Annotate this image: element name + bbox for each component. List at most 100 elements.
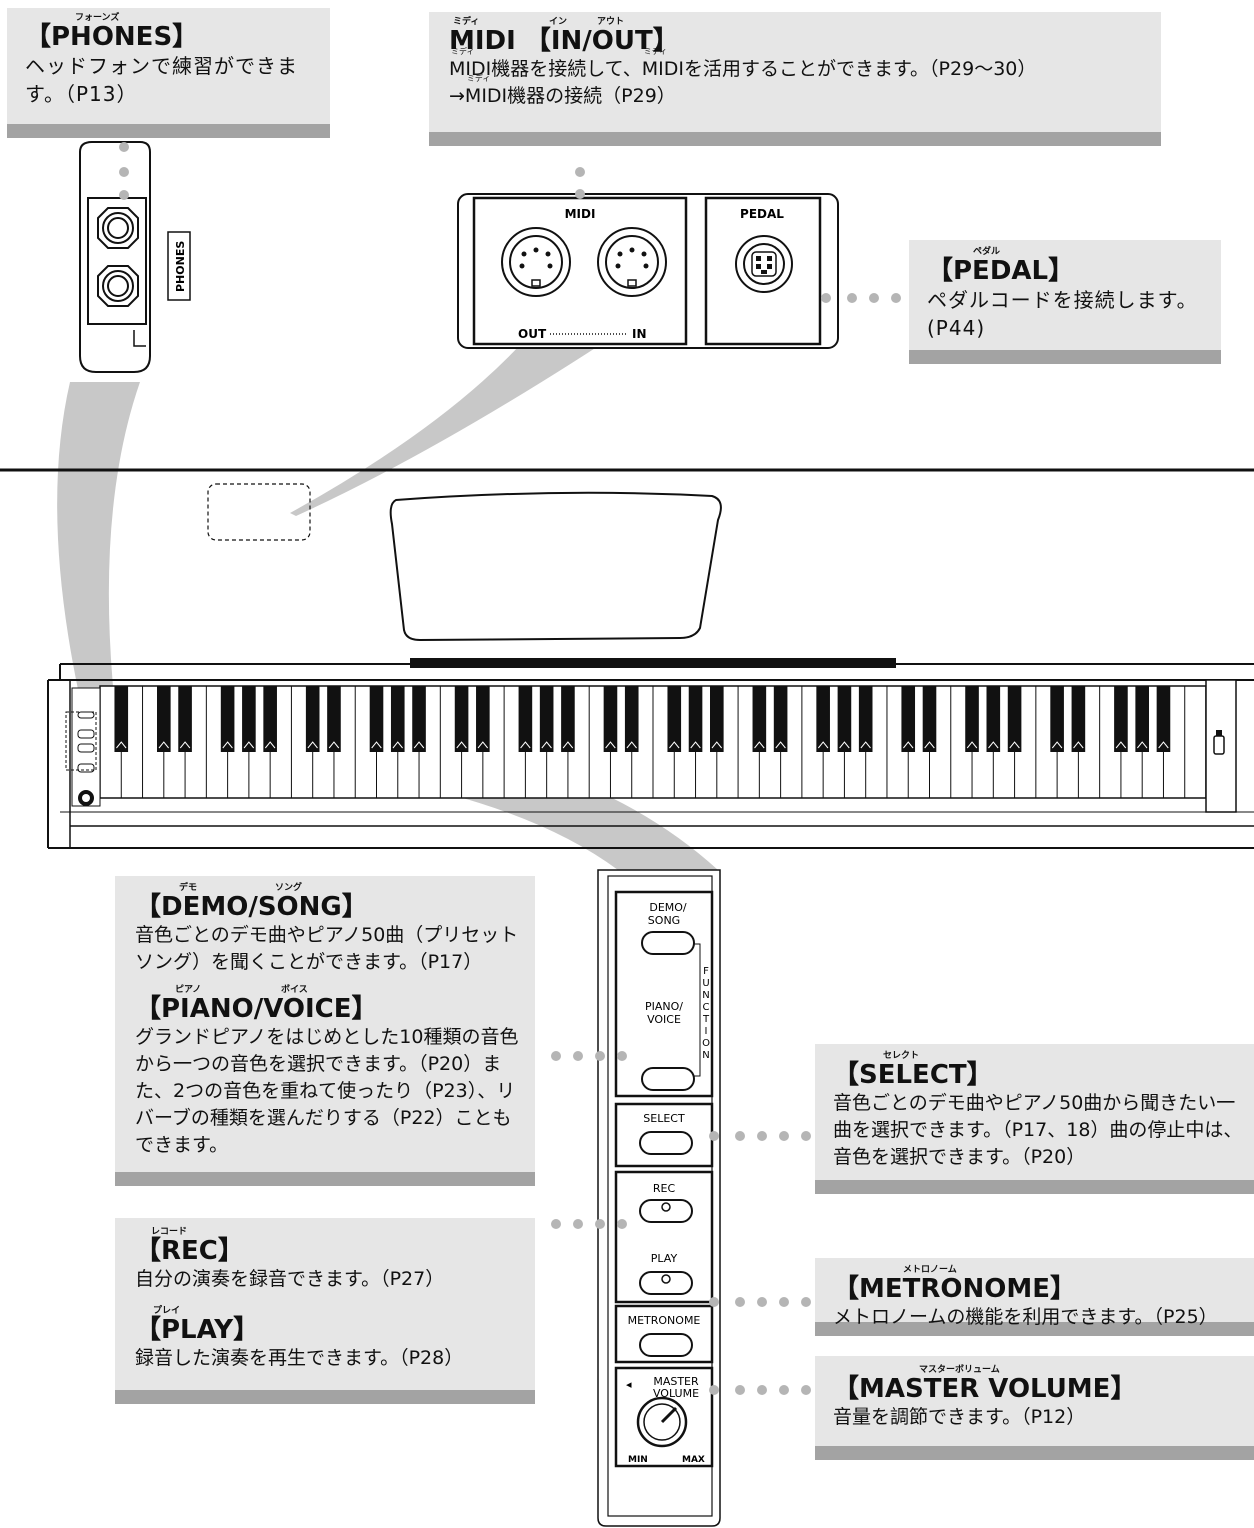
- pedal-desc-2: (P44): [927, 316, 986, 340]
- keyboard: [114, 686, 1186, 798]
- master-volume-desc: 音量を調節できます。（P12）: [833, 1406, 1086, 1428]
- leader-dot: [801, 1385, 811, 1395]
- svg-text:C: C: [703, 1002, 710, 1013]
- leader-dot: [551, 1219, 561, 1229]
- leader-dot: [735, 1131, 745, 1141]
- leader-dot: [119, 142, 129, 152]
- midi-panel-label: MIDI: [565, 207, 596, 221]
- midi-in-port: [597, 227, 667, 297]
- phones-title: フォーンズ 【PHONES】: [25, 13, 199, 52]
- piano-body: [0, 468, 1254, 849]
- phones-beam: [57, 382, 140, 750]
- metronome-callout: メトロノーム 【METRONOME】 メトロノームの機能を利用できます。（P25…: [815, 1258, 1254, 1336]
- midi-in-label: IN: [632, 327, 647, 341]
- leader-dot: [757, 1131, 767, 1141]
- phones-desc: ヘッドフォンで練習ができます。（P13）: [25, 54, 298, 106]
- svg-text:PIANO/: PIANO/: [645, 1000, 683, 1013]
- demo-song-title: デモ ソング 【DEMO/SONG】: [135, 883, 368, 922]
- metronome-title: メトロノーム 【METRONOME】: [833, 1265, 1076, 1304]
- master-volume-callout: マスターボリューム 【MASTER VOLUME】 音量を調節できます。（P12…: [815, 1356, 1254, 1460]
- midi-out-port: [501, 227, 571, 297]
- phones-jack-2: [97, 265, 139, 307]
- leader-dot: [617, 1051, 627, 1061]
- speaker-icon: ◂: [626, 1378, 632, 1391]
- svg-text:DEMO/: DEMO/: [649, 901, 687, 914]
- svg-text:N: N: [702, 1050, 709, 1061]
- svg-text:MASTER: MASTER: [653, 1375, 699, 1388]
- pedal-callout: ペダル 【PEDAL】 ペダルコードを接続します。 (P44): [909, 240, 1221, 364]
- pedal-desc-1: ペダルコードを接続します。: [927, 288, 1198, 312]
- leader-dots: [119, 142, 901, 1395]
- phones-jack-1: [97, 207, 139, 249]
- midi-beam: [290, 345, 600, 516]
- leader-dot: [709, 1297, 719, 1307]
- demo-song-desc: 音色ごとのデモ曲やピアノ50曲（プリセットソング）を聞くことができます。（P17…: [135, 924, 519, 973]
- midi-location-marker: [207, 483, 311, 541]
- leader-dot: [801, 1131, 811, 1141]
- phones-panel-label: PHONES: [174, 241, 187, 292]
- leader-dot: [821, 293, 831, 303]
- leader-dot: [119, 167, 129, 177]
- midi-out-label: OUT: [518, 327, 547, 341]
- pedal-panel-label: PEDAL: [740, 207, 784, 221]
- phones-callout: フォーンズ 【PHONES】 ヘッドフォンで練習ができます。（P13）: [7, 8, 330, 138]
- svg-text:VOICE: VOICE: [647, 1013, 681, 1026]
- svg-text:I: I: [705, 1026, 708, 1037]
- pedal-port: [735, 235, 793, 293]
- leader-dot: [575, 167, 585, 177]
- leader-dot: [573, 1051, 583, 1061]
- metronome-button: [639, 1333, 693, 1357]
- svg-text:REC: REC: [653, 1182, 676, 1195]
- metronome-desc: メトロノームの機能を利用できます。（P25）: [833, 1306, 1218, 1328]
- demo-piano-callout: デモ ソング 【DEMO/SONG】 音色ごとのデモ曲やピアノ50曲（プリセット…: [115, 876, 535, 1186]
- leader-dot: [779, 1385, 789, 1395]
- leader-dot: [595, 1219, 605, 1229]
- leader-dot: [735, 1297, 745, 1307]
- music-rest: [389, 491, 722, 642]
- leader-dot: [757, 1297, 767, 1307]
- svg-text:SONG: SONG: [648, 914, 680, 927]
- leader-dot: [573, 1219, 583, 1229]
- rec-play-callout: レコード 【REC】 自分の演奏を録音できます。（P27） プレイ 【PLAY】…: [115, 1218, 535, 1404]
- pedal-title: ペダル 【PEDAL】: [927, 247, 1075, 286]
- leader-dot: [617, 1219, 627, 1229]
- svg-text:F: F: [703, 966, 709, 977]
- svg-text:MIN: MIN: [628, 1455, 648, 1465]
- leader-dot: [709, 1385, 719, 1395]
- svg-text:PLAY: PLAY: [651, 1252, 678, 1265]
- select-desc: 音色ごとのデモ曲やピアノ50曲から聞きたい一曲を選択できます。（P17、18）曲…: [833, 1092, 1243, 1168]
- select-callout: セレクト 【SELECT】 音色ごとのデモ曲やピアノ50曲から聞きたい一曲を選択…: [815, 1044, 1254, 1194]
- leader-dot: [595, 1051, 605, 1061]
- leader-dot: [757, 1385, 767, 1395]
- leader-dot: [735, 1385, 745, 1395]
- panel-beam: [100, 730, 718, 870]
- leader-dot: [575, 189, 585, 199]
- leader-dot: [891, 293, 901, 303]
- leader-dot: [869, 293, 879, 303]
- svg-text:MAX: MAX: [682, 1455, 705, 1465]
- rec-title: レコード 【REC】: [135, 1227, 244, 1266]
- leader-dot: [551, 1051, 561, 1061]
- midi-pedal-unit: MIDI PEDAL: [457, 193, 839, 349]
- svg-text:T: T: [702, 1014, 710, 1025]
- svg-text:SELECT: SELECT: [643, 1112, 685, 1125]
- select-button: [639, 1131, 693, 1155]
- leader-dot: [779, 1297, 789, 1307]
- play-title: プレイ 【PLAY】: [135, 1306, 260, 1345]
- rec-desc: 自分の演奏を録音できます。（P27）: [135, 1268, 445, 1290]
- piano-voice-desc: グランドピアノをはじめとした10種類の音色から一つの音色を選択できます。（P20…: [135, 1026, 519, 1156]
- svg-text:METRONOME: METRONOME: [628, 1314, 701, 1327]
- piano-voice-title: ピアノ ボイス 【PIANO/VOICE】: [135, 985, 378, 1024]
- svg-text:O: O: [702, 1038, 710, 1049]
- leader-dot: [779, 1131, 789, 1141]
- play-desc: 録音した演奏を再生できます。（P28）: [135, 1347, 464, 1369]
- phones-jack-unit: PHONES: [79, 141, 191, 373]
- select-title: セレクト 【SELECT】: [833, 1051, 993, 1090]
